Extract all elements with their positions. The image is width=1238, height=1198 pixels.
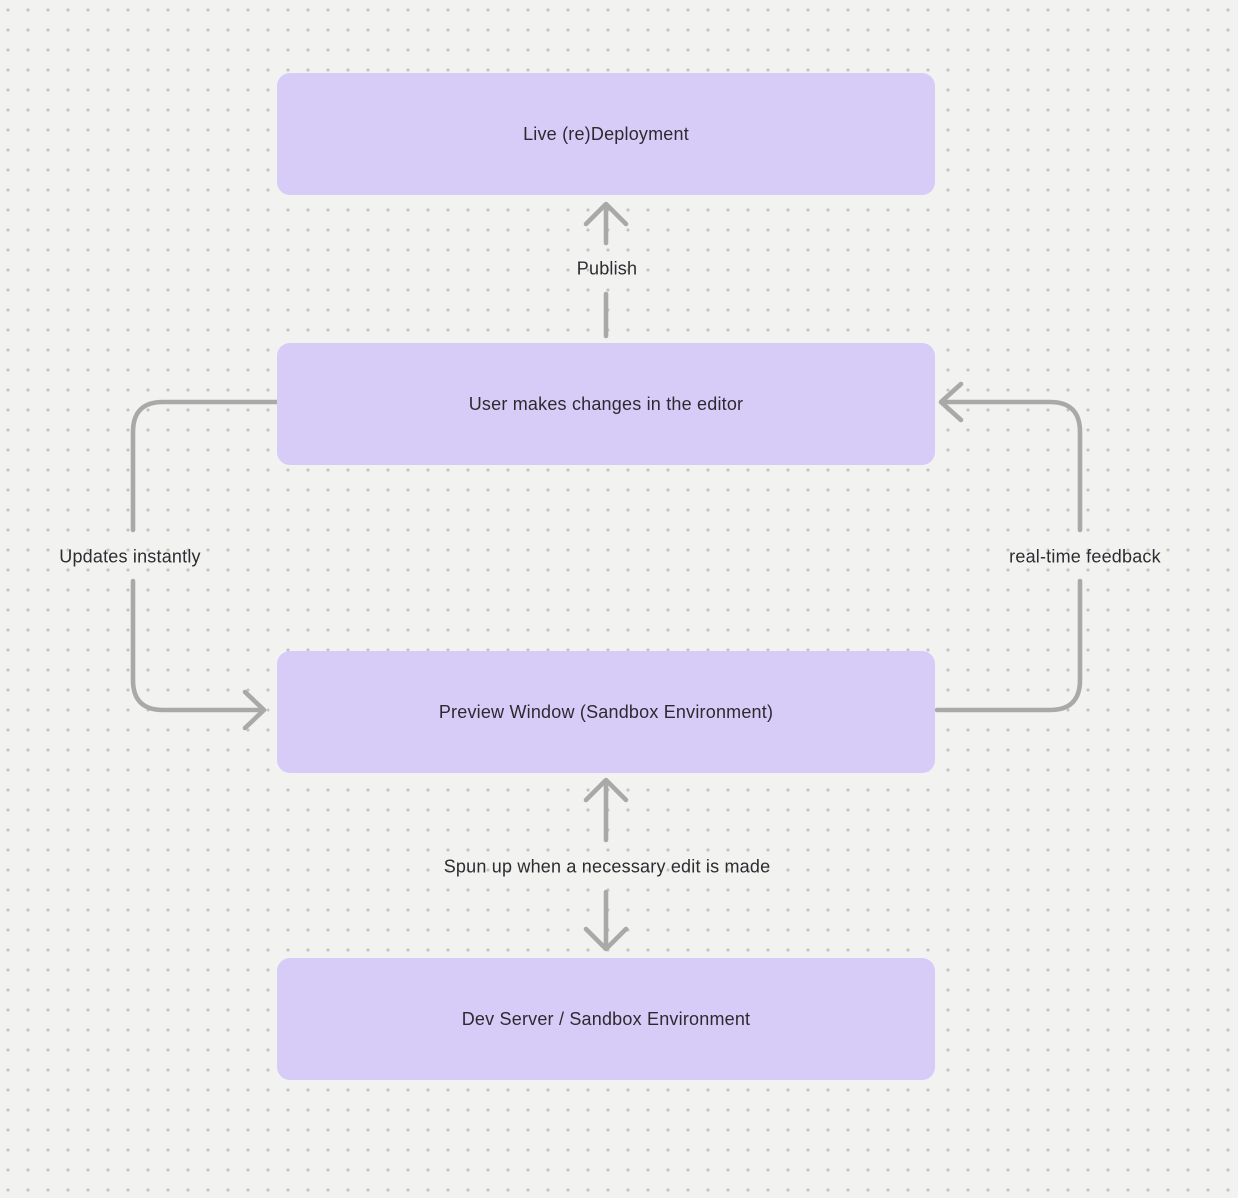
edge-spun-up-arrow (583, 777, 629, 952)
edge-updates-instantly-arrow (130, 399, 280, 731)
node-preview-window: Preview Window (Sandbox Environment) (277, 651, 935, 773)
arrowhead-down-icon (583, 926, 629, 952)
arrowhead-left-icon (938, 381, 964, 423)
node-label: Dev Server / Sandbox Environment (461, 1008, 751, 1029)
node-label: Live (re)Deployment (523, 123, 689, 144)
node-user-makes-changes: User makes changes in the editor (277, 343, 935, 465)
edge-label-realtime-feedback: real-time feedback (1009, 546, 1161, 567)
edge-label-updates-instantly: Updates instantly (59, 546, 201, 567)
edge-label-spun-up: Spun up when a necessary edit is made (443, 856, 771, 877)
edge-label-publish: Publish (576, 258, 638, 279)
node-live-redeployment: Live (re)Deployment (277, 73, 935, 195)
edge-realtime-feedback-arrow (934, 381, 1083, 713)
node-dev-server: Dev Server / Sandbox Environment (277, 958, 935, 1080)
node-label: Preview Window (Sandbox Environment) (438, 701, 774, 722)
arrowhead-right-icon (242, 689, 267, 731)
node-label: User makes changes in the editor (468, 393, 744, 414)
edge-publish-arrow (583, 201, 629, 339)
